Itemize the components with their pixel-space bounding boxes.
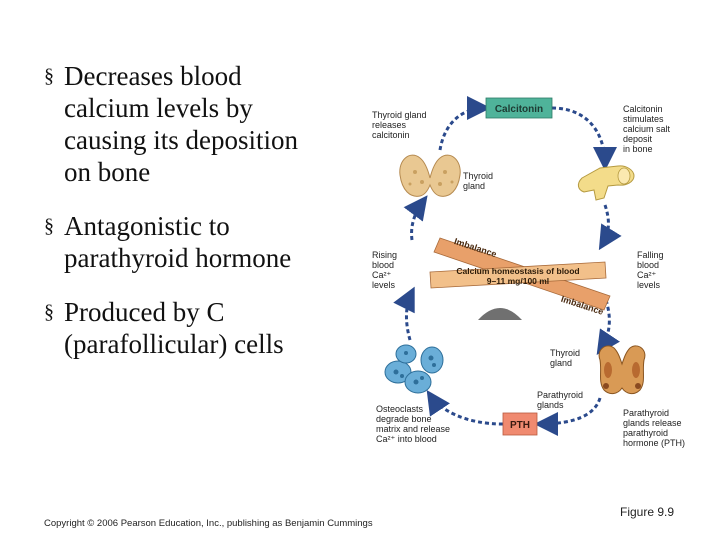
label-line: gland [463,181,486,191]
bullet-marker: § [44,215,54,237]
parathyroid-glands-icon [598,345,646,395]
label-line: parathyroid [623,428,669,438]
bullet-text: (parafollicular) cells [64,329,284,359]
label-line: Calcitonin [623,104,663,114]
label-falling-calcium: Falling blood Ca²⁺ levels [637,250,664,290]
label-line: Parathyroid [623,408,670,418]
arrow-thyroid-to-calcitonin [438,96,491,151]
label-line: blood [372,260,395,270]
arrow-bone-to-falling [598,204,622,251]
calcitonin-box [485,97,553,119]
osteoclast-cells-icon [384,344,444,394]
bullet-marker: § [44,65,54,87]
seesaw-title: Calcium homeostasis of blood [456,266,579,276]
label-line: blood [637,260,660,270]
label-line: Thyroid [463,171,494,181]
bullet-text: calcium levels by [64,93,253,123]
label-osteoclasts: Osteoclasts degrade bone matrix and rele… [376,404,450,444]
label-line: Ca²⁺ [372,270,392,280]
figure-label: Figure 9.9 [620,505,675,519]
bone-icon [577,165,635,201]
label-calcitonin-stimulates: Calcitonin stimulates calcium salt depos… [623,104,670,154]
bullet-text: on bone [64,157,151,187]
bullet-text: causing its deposition [64,125,298,155]
copyright-notice: Copyright © 2006 Pearson Education, Inc.… [44,518,373,529]
pth-box [502,412,538,436]
label-parathyroid-release: Parathyroid glands release parathyroid h… [623,408,685,448]
label-line: Thyroid [550,348,581,358]
label-thyroid-gland-bottom: Thyroid gland [550,348,580,368]
bullet-text: Decreases blood [64,61,242,91]
label-line: matrix and release [376,424,451,434]
label-line: Thyroid gland [372,110,427,120]
label-line: levels [637,280,661,290]
label-line: stimulates [623,114,664,124]
seesaw-fulcrum-base [478,308,522,320]
label-line: levels [372,280,396,290]
arrow-rising-to-thyroid [403,195,428,241]
label-line: Falling [637,250,664,260]
bullet-marker: § [44,301,54,323]
label-line: in bone [623,144,653,154]
bullet-text: parathyroid hormone [64,243,292,273]
label-line: calcium salt [623,124,671,134]
label-line: calcitonin [372,130,410,140]
arrow-osteoclasts-to-rising [393,286,415,341]
bullet-text: Produced by C [64,297,225,327]
thyroid-gland-icon [399,154,461,197]
bullet-item: § Antagonistic to parathyroid hormone [44,210,364,274]
pth-box-label: PTH [510,420,530,431]
label-rising-calcium: Rising blood Ca²⁺ levels [372,250,397,290]
bullet-item: § Produced by C (parafollicular) cells [44,296,364,360]
bullet-list: § Decreases blood calcium levels by caus… [44,60,364,382]
label-line: Parathyroid [537,390,584,400]
label-parathyroid-glands: Parathyroid glands [537,390,583,410]
label-line: releases [372,120,407,130]
label-line: deposit [623,134,653,144]
label-line: gland [550,358,573,368]
label-thyroid-releases: Thyroid gland releases calcitonin [372,110,427,140]
bullet-text: Antagonistic to [64,211,230,241]
arrow-pth-to-osteoclasts [426,390,504,426]
label-line: hormone (PTH) [623,438,686,448]
calcitonin-box-label: Calcitonin [495,104,543,115]
label-line: Ca²⁺ into blood [376,434,437,444]
label-line: glands [537,400,564,410]
arrow-calcitonin-to-bone [551,106,617,171]
label-line: Ca²⁺ [637,270,657,280]
label-line: Osteoclasts [376,404,424,414]
seesaw-board [429,237,611,311]
label-line: degrade bone [376,414,432,424]
label-line: glands release [623,418,682,428]
seesaw-range: 9–11 mg/100 ml [487,276,549,286]
bullet-item: § Decreases blood calcium levels by caus… [44,60,364,188]
label-thyroid-gland-top: Thyroid gland [463,171,493,191]
label-line: Rising [372,250,398,260]
